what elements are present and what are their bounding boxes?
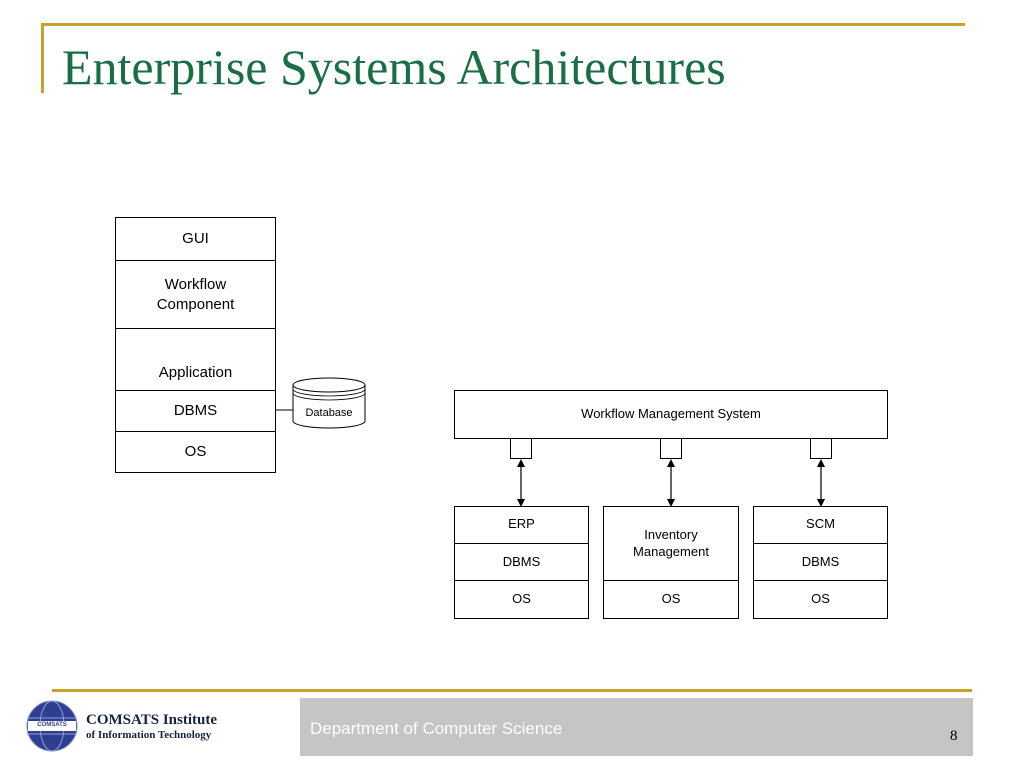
scm-os-label: OS: [811, 591, 830, 607]
inventory-os-box: OS: [603, 580, 739, 619]
inventory-os-label: OS: [661, 591, 681, 607]
slide-title: Enterprise Systems Architectures: [62, 39, 726, 95]
application-label: Application: [158, 363, 233, 381]
department-label: Department of Computer Science: [310, 719, 563, 738]
dbms-layer: DBMS: [115, 390, 276, 432]
scm-os-box: OS: [753, 580, 888, 619]
database-connector: [276, 409, 294, 411]
globe-icon: [26, 700, 78, 752]
erp-dbms-label: DBMS: [502, 553, 541, 569]
top-rule: [44, 23, 965, 26]
inventory-app-box: Inventory Management: [603, 506, 739, 581]
logo-line-2: of Information Technology: [86, 729, 212, 741]
logo-badge-text: COMSATS: [37, 722, 67, 728]
erp-connector-port: [510, 438, 532, 459]
bottom-rule: [52, 689, 972, 692]
workflow-component-layer: Workflow Component: [115, 260, 276, 329]
gui-label: GUI: [182, 230, 209, 248]
wfms-label: Workflow Management System: [581, 406, 761, 422]
footer-bar: [300, 698, 973, 756]
database-icon: [292, 377, 366, 429]
os-label: OS: [184, 443, 207, 461]
scm-connector-port: [810, 438, 832, 459]
logo-line-1: COMSATS Institute: [86, 712, 217, 728]
database-label: Database: [305, 407, 353, 419]
left-rule: [41, 23, 44, 93]
workflow-component-label: Workflow Component: [156, 276, 235, 313]
scm-app-label: SCM: [806, 516, 835, 531]
scm-app-box: SCM: [753, 506, 888, 544]
erp-app-label: ERP: [508, 516, 535, 531]
workflow-management-system-box: Workflow Management System: [454, 390, 888, 439]
scm-dbms-label: DBMS: [801, 553, 840, 569]
dbms-label: DBMS: [173, 402, 218, 420]
erp-os-label: OS: [512, 591, 531, 607]
gui-layer: GUI: [115, 217, 276, 261]
inventory-app-label: Inventory Management: [633, 526, 709, 559]
os-layer: OS: [115, 431, 276, 473]
erp-os-box: OS: [454, 580, 589, 619]
erp-dbms-box: DBMS: [454, 543, 589, 581]
scm-dbms-box: DBMS: [753, 543, 888, 581]
erp-app-box: ERP: [454, 506, 589, 544]
application-layer: Application: [115, 328, 276, 391]
inventory-connector-port: [660, 438, 682, 459]
page-number: 8: [950, 728, 958, 744]
